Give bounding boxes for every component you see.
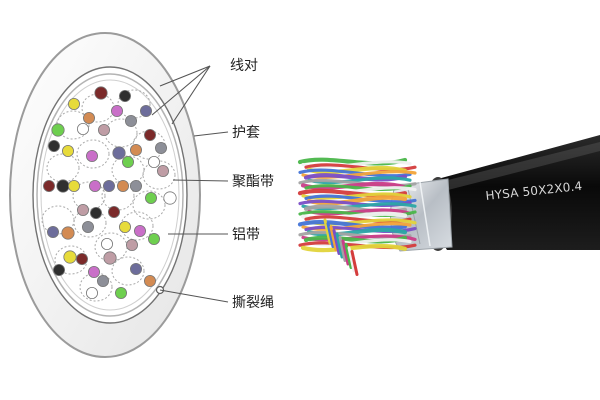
- conductor-20: [157, 165, 168, 176]
- conductor-23: [68, 180, 79, 191]
- conductor-36: [62, 227, 74, 239]
- conductor-40: [126, 239, 137, 250]
- conductor-27: [130, 180, 141, 191]
- conductor-2: [119, 90, 130, 101]
- conductor-46: [144, 275, 155, 286]
- conductor-3: [68, 98, 79, 109]
- jacket-leader: [194, 132, 228, 136]
- conductor-37: [82, 221, 93, 232]
- conductor-21: [43, 180, 54, 191]
- conductor-10: [98, 124, 109, 135]
- conductor-13: [62, 145, 73, 156]
- conductor-35: [47, 226, 58, 237]
- conductor-15: [113, 147, 125, 159]
- conductor-30: [77, 204, 88, 215]
- conductor-32: [90, 207, 101, 218]
- conductor-34: [134, 225, 145, 236]
- conductor-41: [76, 253, 87, 264]
- conductor-38: [148, 233, 159, 244]
- conductor-24: [89, 180, 100, 191]
- conductor-8: [52, 124, 64, 136]
- conductor-22: [57, 180, 69, 192]
- conductor-26: [117, 180, 128, 191]
- conductor-48: [115, 287, 126, 298]
- label-wire-pair: 线对: [230, 58, 258, 74]
- conductor-6: [83, 112, 94, 123]
- conductor-39: [101, 238, 112, 249]
- conductor-7: [125, 115, 136, 126]
- label-jacket: 护套: [232, 125, 260, 141]
- conductor-33: [119, 221, 130, 232]
- conductor-43: [64, 251, 76, 263]
- conductor-45: [130, 263, 141, 274]
- conductor-4: [111, 105, 122, 116]
- label-rip-cord: 撕裂绳: [232, 295, 274, 311]
- conductor-44: [88, 266, 99, 277]
- conductor-9: [77, 123, 88, 134]
- conductor-5: [140, 105, 151, 116]
- conductor-17: [155, 142, 166, 153]
- conductor-16: [130, 144, 141, 155]
- callout-labels: 线对 护套 聚酯带 铝带 撕裂绳: [230, 58, 274, 311]
- conductor-25: [103, 180, 114, 191]
- conductor-42: [53, 264, 64, 275]
- conductor-1: [95, 87, 107, 99]
- conductor-29: [164, 192, 176, 204]
- label-aluminum-tape: 铝带: [232, 227, 260, 243]
- conductor-19: [148, 156, 159, 167]
- conductor-28: [145, 192, 156, 203]
- conductor-18: [122, 156, 133, 167]
- conductor-50: [104, 252, 116, 264]
- conductor-11: [144, 129, 155, 140]
- conductor-49: [86, 287, 97, 298]
- conductor-47: [97, 275, 108, 286]
- conductor-31: [108, 206, 119, 217]
- label-polyester-tape: 聚酯带: [232, 174, 274, 190]
- conductor-14: [86, 150, 97, 161]
- cable-photo: HYSA 50X2X0.4: [300, 135, 600, 275]
- strand-34: [303, 246, 405, 250]
- conductor-12: [48, 140, 59, 151]
